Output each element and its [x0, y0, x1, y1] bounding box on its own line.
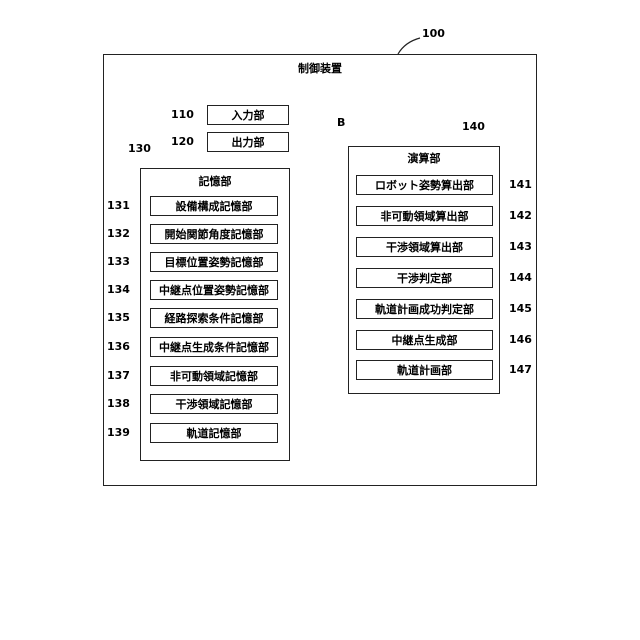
- input-ref: 110: [171, 109, 194, 121]
- compute-ref: 140: [462, 121, 485, 133]
- storage-title: 記憶部: [185, 176, 245, 188]
- storage-item-ref: 133: [107, 256, 130, 268]
- compute-item: 中継点生成部: [356, 330, 493, 350]
- compute-item-ref: 145: [509, 303, 532, 315]
- storage-item-ref: 139: [107, 427, 130, 439]
- storage-item: 開始関節角度記憶部: [150, 224, 278, 244]
- compute-item: 干渉領域算出部: [356, 237, 493, 257]
- compute-item: 軌道計画部: [356, 360, 493, 380]
- compute-item: 非可動領域算出部: [356, 206, 493, 226]
- storage-item: 干渉領域記憶部: [150, 394, 278, 414]
- compute-item-ref: 146: [509, 334, 532, 346]
- storage-item: 経路探索条件記憶部: [150, 308, 278, 328]
- output-unit-box: 出力部: [207, 132, 289, 152]
- storage-item-ref: 138: [107, 398, 130, 410]
- bus-label: B: [337, 117, 345, 129]
- compute-title: 演算部: [394, 153, 454, 165]
- storage-item-ref: 131: [107, 200, 130, 212]
- device-ref: 100: [422, 28, 445, 40]
- storage-item: 中継点生成条件記憶部: [150, 337, 278, 357]
- storage-item: 非可動領域記憶部: [150, 366, 278, 386]
- storage-item-ref: 134: [107, 284, 130, 296]
- storage-item-ref: 135: [107, 312, 130, 324]
- compute-item-ref: 147: [509, 364, 532, 376]
- compute-item-ref: 144: [509, 272, 532, 284]
- output-ref: 120: [171, 136, 194, 148]
- storage-item: 軌道記憶部: [150, 423, 278, 443]
- storage-item-ref: 136: [107, 341, 130, 353]
- storage-item: 中継点位置姿勢記憶部: [150, 280, 278, 300]
- storage-item-ref: 137: [107, 370, 130, 382]
- storage-item-ref: 132: [107, 228, 130, 240]
- compute-item-ref: 142: [509, 210, 532, 222]
- storage-item: 設備構成記憶部: [150, 196, 278, 216]
- compute-item: 干渉判定部: [356, 268, 493, 288]
- device-title: 制御装置: [290, 63, 350, 75]
- compute-item: ロボット姿勢算出部: [356, 175, 493, 195]
- leader-100: [398, 38, 420, 54]
- compute-item-ref: 143: [509, 241, 532, 253]
- storage-item: 目標位置姿勢記憶部: [150, 252, 278, 272]
- compute-item: 軌道計画成功判定部: [356, 299, 493, 319]
- compute-item-ref: 141: [509, 179, 532, 191]
- input-unit-box: 入力部: [207, 105, 289, 125]
- storage-ref: 130: [128, 143, 151, 155]
